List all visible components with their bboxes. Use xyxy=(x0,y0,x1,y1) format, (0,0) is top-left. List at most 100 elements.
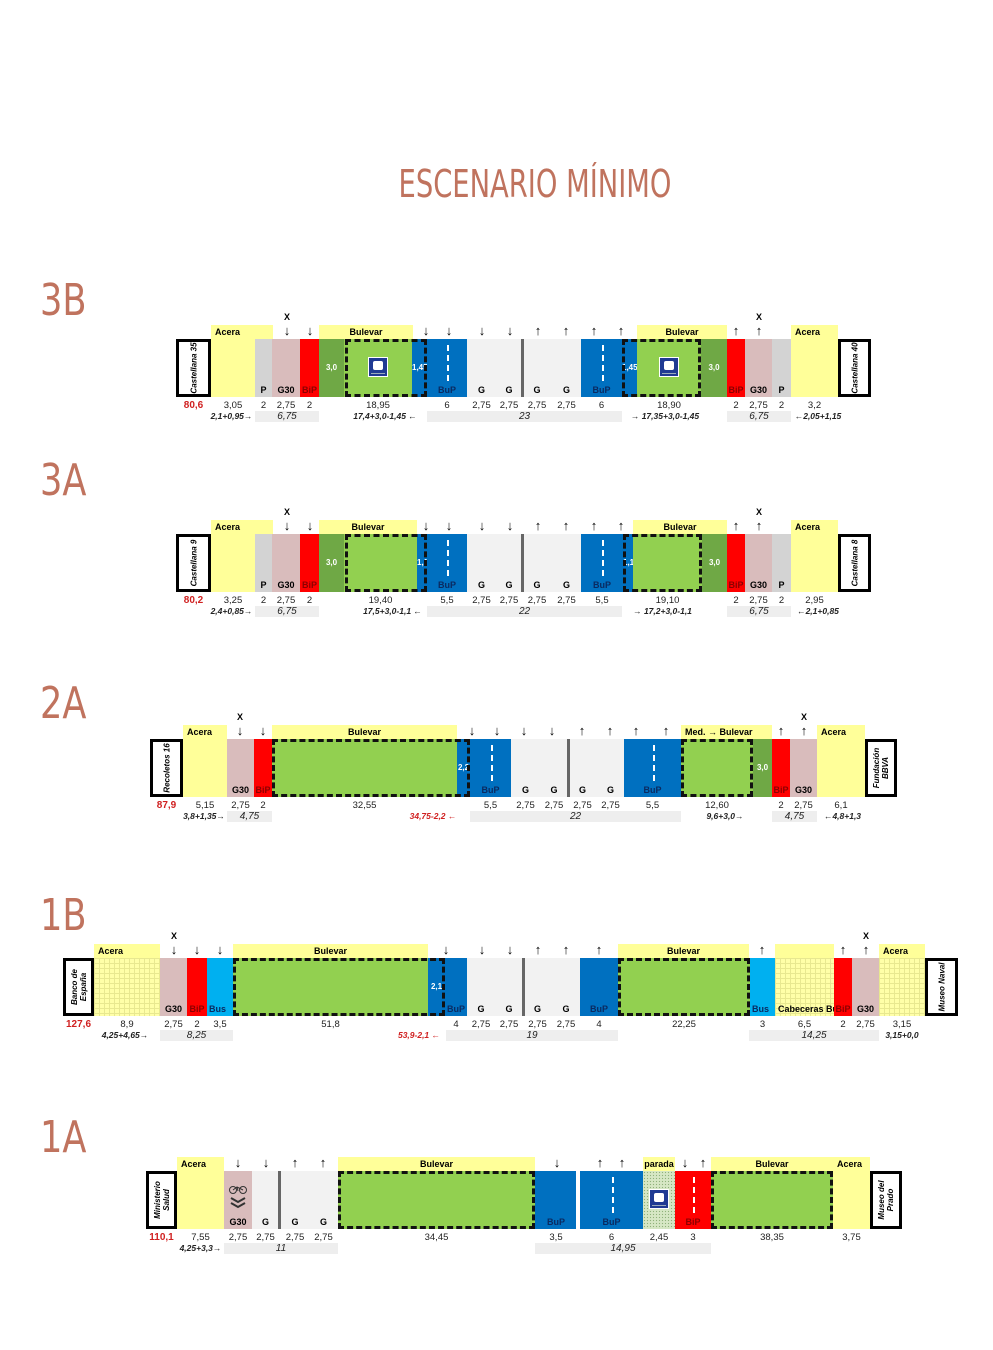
boulevard-outline xyxy=(233,958,445,1016)
segment-width: 7,55 xyxy=(191,1232,210,1243)
building-name: Castellana 40 xyxy=(850,342,859,394)
bus-stop-icon xyxy=(649,1189,669,1209)
segment-width: 2 xyxy=(733,595,739,606)
segment-label: G xyxy=(477,580,485,590)
arrow-up-icon: ↑ xyxy=(534,942,542,957)
width-group: 2,4+0,85→ xyxy=(210,606,253,616)
lane-segment-g30: G30 xyxy=(745,339,772,397)
lane-segment-bup: BuP xyxy=(624,739,681,797)
lane-segment-g: G xyxy=(495,958,523,1016)
width-group: 34,75-2,2 ← xyxy=(409,811,457,821)
lane-segment-bip: BiP xyxy=(300,534,319,592)
arrow-up-icon: ↑ xyxy=(578,723,586,738)
arrow-down-icon: ↓ xyxy=(520,723,528,738)
segment-label: P xyxy=(778,580,785,590)
lane-segment-g: G xyxy=(540,739,568,797)
section-header xyxy=(775,944,834,958)
section-header: Bulevar xyxy=(319,325,413,339)
lane-segment-g30: G30 xyxy=(745,534,772,592)
segment-width: 2,75 xyxy=(601,800,620,811)
building-name: Castellana 9 xyxy=(189,539,198,587)
segment-label: G30 xyxy=(794,785,812,795)
segment-width: 2,75 xyxy=(276,595,296,606)
segment-label: BiP xyxy=(255,785,271,795)
width-group: 4,75 xyxy=(772,811,817,822)
arrow-up-icon: ↑ xyxy=(596,1155,604,1170)
arrow-down-icon: ↓ xyxy=(306,323,314,338)
lane-segment-bip: BiP xyxy=(254,739,272,797)
lane-segment-grid xyxy=(94,958,160,1016)
segment-label: BuP xyxy=(438,580,456,590)
lane-segment-g: G xyxy=(309,1171,338,1229)
segment-label: 3,0 xyxy=(325,558,338,567)
arrow-down-icon: ↓ xyxy=(493,723,501,738)
arrow-up-icon: ↑ xyxy=(632,723,640,738)
segment-label: G xyxy=(319,1217,327,1227)
arrow-down-icon: ↓ xyxy=(506,942,514,957)
segment-width: 5,5 xyxy=(645,800,660,811)
section-header: Bulevar xyxy=(618,944,749,958)
width-group: 8,25 xyxy=(160,1030,233,1041)
total-width: 80,2 xyxy=(183,595,204,606)
arrow-down-icon: ↓ xyxy=(236,723,244,738)
segment-label: G xyxy=(477,1004,485,1014)
segment-width: 2,75 xyxy=(557,400,576,411)
section-label: 3A xyxy=(40,455,87,506)
segment-label: BiP xyxy=(728,580,744,590)
section-label: 1A xyxy=(40,1112,87,1163)
lane-segment-bup: BuP xyxy=(581,339,622,397)
segment-width: 2,75 xyxy=(573,800,592,811)
lane-segment-dk: 3,0 xyxy=(753,739,772,797)
segment-label: Bus xyxy=(209,1004,227,1014)
section-label: 3B xyxy=(40,275,87,326)
total-width: 87,9 xyxy=(156,800,177,811)
segment-label: G xyxy=(562,1004,570,1014)
arrow-down-icon: ↓ xyxy=(478,518,486,533)
segment-width: 2 xyxy=(306,595,313,606)
arrow-up-icon: ↑ xyxy=(662,723,670,738)
lane-segment-thin: 1,45 xyxy=(622,339,637,397)
arrow-up-icon: ↑ xyxy=(618,1155,626,1170)
segment-label: BuP xyxy=(438,385,456,395)
lane-marking xyxy=(652,745,655,781)
section-header: Bulevar xyxy=(711,1157,833,1171)
segment-label: BiP xyxy=(728,385,744,395)
arrow-down-icon: ↓ xyxy=(681,1155,689,1170)
width-group: 6,75 xyxy=(727,411,791,422)
building-left: Banco de España xyxy=(63,958,94,1016)
lane-segment-g: G xyxy=(552,339,581,397)
segment-width: 3,2 xyxy=(807,400,822,411)
boulevard-outline xyxy=(345,339,427,397)
lane-segment-bup: BuP xyxy=(535,1171,577,1229)
arrow-up-icon: ↑ xyxy=(755,518,763,533)
segment-width: 2 xyxy=(260,800,266,811)
segment-label: G xyxy=(533,1004,541,1014)
width-group: 4,25+3,3→ xyxy=(179,1243,222,1253)
lane-segment-g: G xyxy=(496,534,522,592)
arrow-down-icon: ↓ xyxy=(442,942,450,957)
lane-segment-g30: G30 xyxy=(160,958,187,1016)
segment-width: 3 xyxy=(759,1019,766,1030)
section-header: Acera xyxy=(177,1157,224,1171)
segment-width: 51,8 xyxy=(321,1019,340,1030)
lane-segment-thin: 1,45 xyxy=(412,339,427,397)
lane-segment-g: G xyxy=(522,534,552,592)
boulevard-outline xyxy=(681,739,753,797)
lane-segment-thin: 1,1 xyxy=(417,534,427,592)
lane-segment-cab: Cabeceras Bus xyxy=(775,958,834,1016)
segment-label: P xyxy=(260,385,267,395)
segment-width: 2,75 xyxy=(285,1232,305,1243)
arrow-down-icon: ↓ xyxy=(422,518,430,533)
segment-width: 2 xyxy=(778,400,785,411)
arrow-up-icon: ↑ xyxy=(732,518,740,533)
section-header: Bulevar xyxy=(637,325,727,339)
lane-segment-bip: BiP xyxy=(727,534,745,592)
lane-segment-bl xyxy=(344,339,412,397)
lane-segment-grid xyxy=(879,958,925,1016)
lane-segment-g30: G30 xyxy=(852,958,879,1016)
segment-width: 3,05 xyxy=(223,400,243,411)
lane-segment-dk: 3,0 xyxy=(702,534,727,592)
building-left: Castellana 35 xyxy=(176,339,211,397)
lane-divider xyxy=(576,1171,578,1229)
segment-label: G xyxy=(562,385,570,395)
